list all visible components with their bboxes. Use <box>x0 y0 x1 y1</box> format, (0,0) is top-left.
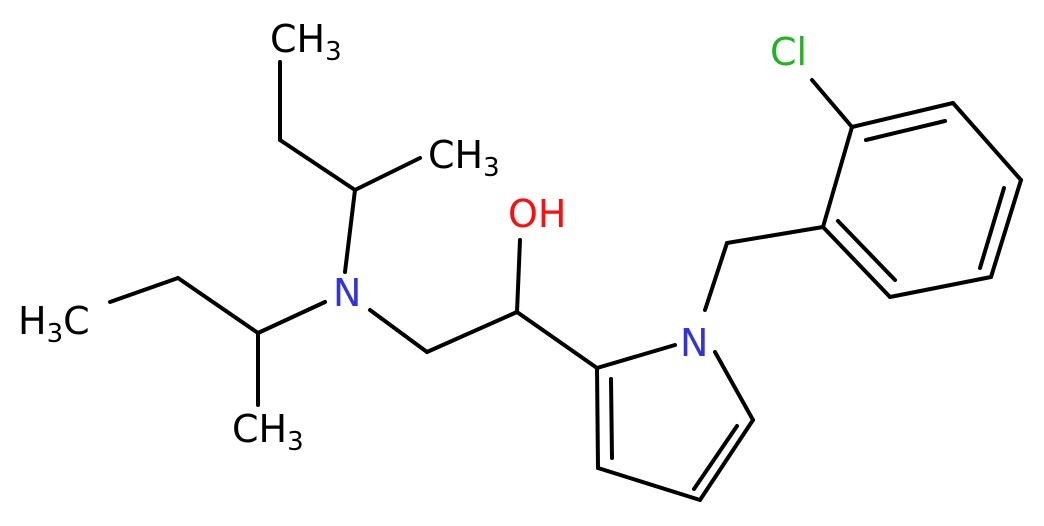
chlorine-label: Cl <box>770 30 807 74</box>
atom-labels: CH3 CH3 H3C CH3 N OH N Cl <box>18 17 807 457</box>
pyrrole-nitrogen-label: N <box>680 321 708 365</box>
bond-ch2-choh <box>425 310 519 354</box>
bond-pyrrole-c5-c4-inner <box>692 424 739 491</box>
bond-ar-c2-cl <box>810 78 854 129</box>
bond-ar-c2-c3-inner <box>864 119 947 142</box>
methyl-lower-label: CH3 <box>232 407 304 457</box>
bond-ar-c6-c1 <box>821 225 892 299</box>
bond-pyrrole-c3-c2 <box>595 366 600 470</box>
bond-n-ch2-backbone <box>368 308 429 354</box>
bond-ch2-aryl <box>725 225 825 245</box>
bond-ch2-h3c <box>108 276 180 304</box>
bond-ar-c3-c4 <box>951 101 1023 182</box>
bond-n-ch2-benzyl <box>703 241 729 312</box>
bond-ar-c6-c1-inner <box>836 219 897 282</box>
bond-ch-lower-ch2 <box>176 276 260 335</box>
bond-ar-c1-c2 <box>821 125 854 229</box>
bond-choh-oh <box>515 238 522 314</box>
bond-pyrrole-c5-c4 <box>698 418 755 502</box>
bond-n-ch-lower <box>256 300 327 335</box>
bonds <box>108 60 1023 502</box>
bond-pyrrole-c4-c3 <box>596 466 702 502</box>
bond-pyrrole-c3-c2-inner <box>609 377 614 460</box>
bond-choh-pyrrole <box>515 310 599 370</box>
bond-ar-c2-c3 <box>850 101 955 129</box>
bond-ch-upper-ch3 <box>353 156 422 192</box>
bond-ar-c4-c5-inner <box>978 186 1006 270</box>
bond-ar-c4-c5 <box>989 178 1023 279</box>
methyl-upper-right-label: CH3 <box>428 133 500 183</box>
bond-ch-upper-n <box>343 188 357 274</box>
hydroxyl-label: OH <box>508 192 566 236</box>
amine-nitrogen-label: N <box>333 271 361 315</box>
methyl-top-label: CH3 <box>270 17 342 67</box>
methyl-left-label: H3C <box>18 299 90 349</box>
bond-pyrrole-n-c5 <box>713 350 755 422</box>
bond-pyrrole-c2-n <box>595 343 677 370</box>
bond-ar-c5-c6 <box>888 275 993 299</box>
bond-ch2-ch-upper <box>278 138 357 192</box>
